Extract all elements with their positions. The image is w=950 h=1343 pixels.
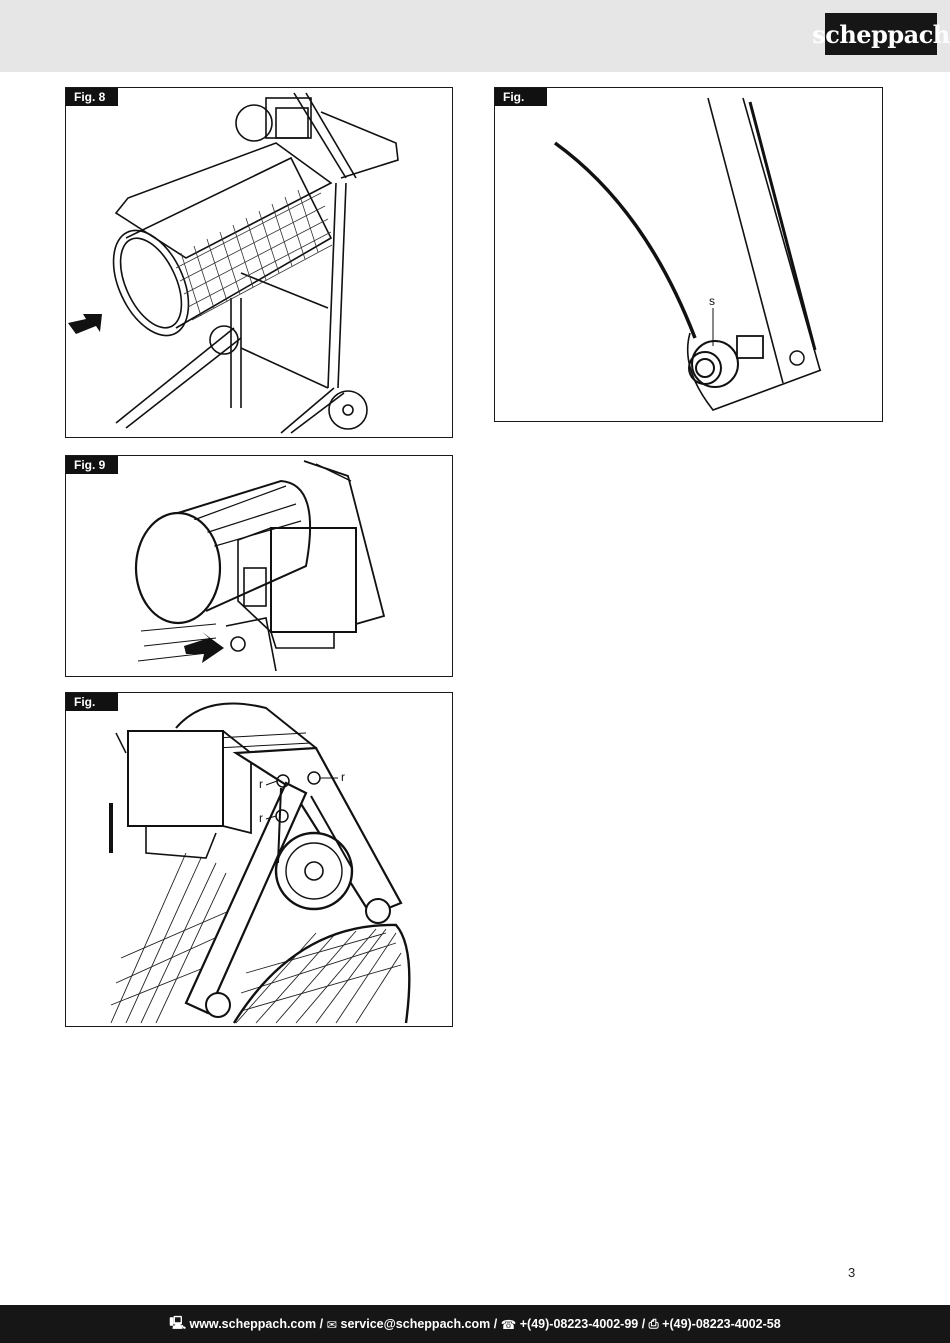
fax-number: +(49)-08223-4002-58 [662, 1317, 781, 1331]
figure-9: Fig. 9 [65, 455, 453, 677]
separator: / [490, 1317, 501, 1331]
email-link[interactable]: service@scheppach.com [340, 1317, 491, 1331]
fig-11-callout-s: s [709, 294, 715, 308]
fig-10-illustration: r r r [109, 702, 411, 1024]
phone-number: +(49)-08223-4002-99 [519, 1317, 639, 1331]
fig-8-label: Fig. 8 [66, 88, 118, 106]
figure-11: s Fig. 11 [494, 87, 883, 422]
fig-10-callout-r3: r [259, 811, 263, 825]
figure-8: Fig. 8 [65, 87, 453, 438]
figure-10: r r r Fig. 10 [65, 692, 453, 1027]
fig-11-illustration: s [553, 97, 822, 411]
computer-icon: 🖳 [169, 1315, 190, 1330]
mail-icon: ✉ [326, 1317, 341, 1332]
footer-contact-bar: 🖳 www.scheppach.com / ✉ service@scheppac… [0, 1305, 950, 1343]
fig-10-callout-r2: r [259, 777, 263, 791]
logo-text: scheppach [812, 19, 950, 49]
separator: / [316, 1317, 327, 1331]
scheppach-logo: scheppach [812, 13, 950, 55]
website-link[interactable]: www.scheppach.com [189, 1317, 317, 1331]
header-band [0, 0, 950, 72]
page-number: 3 [848, 1265, 856, 1280]
fig-10-label: Fig. 10 [66, 693, 118, 727]
fig-8-illustration [68, 92, 399, 434]
fax-icon: ⎙ [648, 1316, 663, 1331]
fig-11-label: Fig. 11 [495, 88, 547, 122]
fig-9-label: Fig. 9 [66, 456, 118, 474]
phone-icon: ☎ [500, 1317, 520, 1332]
separator: / [638, 1317, 649, 1331]
fig-10-callout-r1: r [341, 770, 345, 784]
fig-9-illustration [134, 460, 386, 672]
